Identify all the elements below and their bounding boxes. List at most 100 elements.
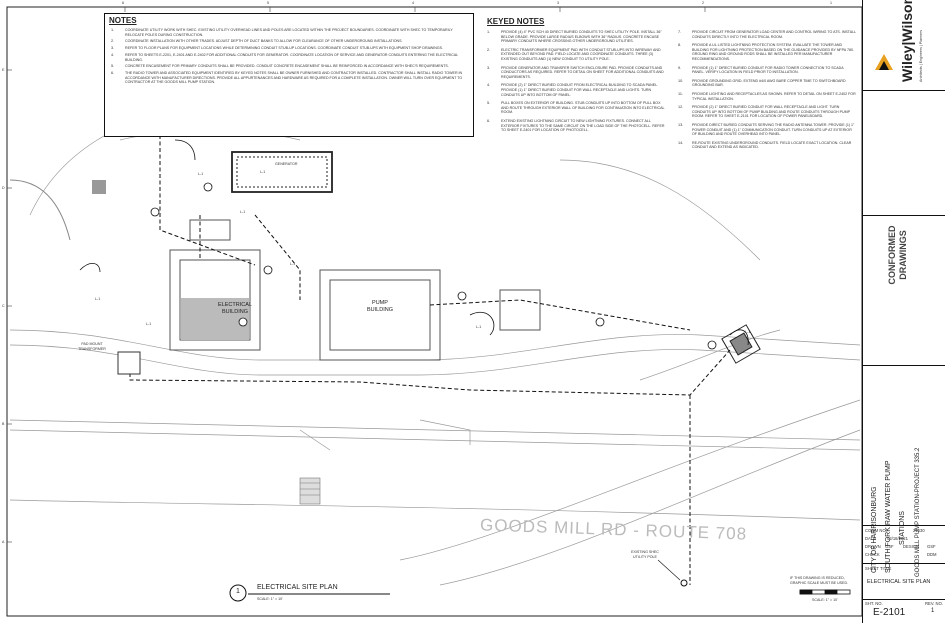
grid-col-label: 5	[267, 1, 269, 5]
keyed-note-number: 7.	[678, 30, 682, 34]
revisions-block	[863, 365, 945, 526]
circuit-tag: L-1	[476, 325, 482, 329]
project-title-block: CITY OF HARRISONBURG SOUTH FORK RAW WATE…	[863, 215, 945, 577]
note-item: 1.COORDINATE UTILITY WORK WITH SHEC. EXI…	[111, 28, 467, 37]
site-plan-linework	[6, 6, 862, 617]
generator-label: GENERATOR	[275, 162, 298, 166]
keyed-note-text: PROVIDE (1) 1" DIRECT BURIED CONDUIT FOR…	[692, 65, 844, 75]
keyed-note-text: PROVIDE LIGHTING AND RECEPTACLES AS SHOW…	[692, 91, 856, 101]
drawn-value: GSF	[885, 544, 894, 549]
keyed-note-number: 12.	[678, 105, 684, 110]
sheet-title-label: SHEET TITLE	[865, 566, 892, 571]
notes-list: 1.COORDINATE UTILITY WORK WITH SHEC. EXI…	[111, 28, 467, 87]
keyed-note-number: 1.	[487, 30, 491, 34]
note-item: 5. CONCRETE ENCASEMENT FOR PRIMARY CONDUI…	[111, 64, 467, 69]
keyed-note-text: PROVIDE CIRCUIT FROM GENERATOR LOAD CENT…	[692, 30, 857, 39]
pump-building-label: PUMP BUILDING	[367, 300, 393, 313]
keyed-note-text: PULL BOXES ON EXTERIOR OF BUILDING. STUB…	[501, 101, 665, 115]
design-value: GSF	[927, 544, 936, 549]
circuit-tag: L-1	[290, 262, 296, 266]
circuit-tag: L-1	[95, 297, 101, 301]
keyed-notes-column-2: 7. PROVIDE CIRCUIT FROM GENERATOR LOAD CE…	[678, 30, 856, 154]
keyed-note-number: 11.	[678, 91, 683, 96]
note-text: THE RADIO TOWER AND ASSOCIATED EQUIPMENT…	[125, 71, 463, 85]
check-label: CHECK	[865, 552, 880, 557]
keyed-note-item: 6. EXTEND EXISTING LIGHTNING CIRCUIT TO N…	[487, 119, 665, 133]
keyed-note-item: 12. PROVIDE (2) 1" DIRECT BURIED CONDUIT …	[678, 105, 856, 119]
keyed-note-text: PROVIDE GROUNDING GRID. EXTEND #4/0 AWG …	[692, 78, 846, 88]
electrical-building-label: ELECTRICAL BUILDING	[218, 302, 252, 315]
firm-subtitle: Architects | Engineers | Planners	[919, 29, 923, 82]
keyed-note-item: 4. PROVIDE (2) 1" DIRECT BURIED CONDUIT F…	[487, 83, 665, 97]
sheet-number-label: SHT. NO.	[865, 601, 883, 606]
grid-col-label: 4	[412, 1, 414, 5]
note-text: REFER TO FLOOR PLANS FOR EQUIPMENT LOCAT…	[125, 46, 444, 51]
sheet-number: E-2101	[873, 607, 906, 618]
keyed-note-number: 8.	[678, 43, 682, 48]
firm-logo-icon	[875, 54, 893, 70]
circuit-tag: L-1	[198, 172, 204, 176]
keyed-note-number: 6.	[487, 118, 491, 123]
note-text: REFER TO SHEETS E-2201, E-2401 AND E-240…	[125, 52, 458, 62]
project-info-block: COMM NO. 21630 DATE 02/18/2021 DRAWN GSF…	[863, 525, 945, 564]
keyed-note-item: 1. PROVIDE (4) 4" PVC SCH 40 DIRECT BURIE…	[487, 30, 665, 44]
keyed-note-number: 14.	[678, 140, 684, 145]
keyed-note-text: EXTEND EXISTING LIGHTNING CIRCUIT TO NEW…	[501, 118, 665, 133]
design-label: DESIGN	[903, 544, 920, 549]
keyed-note-text: PROVIDE (2) 1" DIRECT BURIED CONDUIT FOR…	[692, 105, 850, 119]
grid-col-label: 3	[557, 1, 559, 5]
sheet-number-block: SHT. NO. E-2101 REV. NO. 1	[863, 599, 945, 623]
grid-row-label: A	[2, 540, 5, 544]
keyed-note-number: 9.	[678, 65, 682, 70]
date-value: 02/18/2021	[887, 536, 908, 541]
keyed-note-text: PROVIDE (2) 1" DIRECT BURIED CONDUIT FRO…	[501, 83, 659, 97]
pad-mount-transformer-label: PAD MOUNT TRANSFORMER	[78, 342, 106, 351]
grid-row-label: E	[2, 68, 5, 72]
note-text: CONCRETE ENCASEMENT FOR PRIMARY CONDUITS…	[125, 64, 449, 69]
grid-row-label: D	[2, 186, 5, 190]
keyed-note-text: PROVIDE (4) 4" PVC SCH 40 DIRECT BURIED …	[501, 30, 662, 44]
note-number: 1.	[111, 28, 115, 32]
note-number: 6.	[111, 71, 115, 76]
keyed-note-item: 14. RE-ROUTE EXISTING UNDERGROUND CONDUIT…	[678, 141, 856, 150]
note-text: COORDINATE INSTALLATION WITH OTHER TRADE…	[125, 39, 403, 44]
grid-row-label: B	[2, 422, 5, 426]
sheet-title: ELECTRICAL SITE PLAN	[867, 579, 931, 585]
keyed-note-item: 3.PROVIDE GENERATOR AND TRANSFER SWITCH …	[487, 66, 665, 80]
circuit-tag: L-1	[240, 210, 246, 214]
keyed-note-number: 5.	[487, 101, 491, 106]
firm-logo-block: Wiley|Wilson Architects | Engineers | Pl…	[863, 0, 945, 91]
note-number: 2.	[111, 39, 115, 44]
note-item: 4. REFER TO SHEETS E-2201, E-2401 AND E-2…	[111, 53, 467, 62]
circuit-tag: L-1	[260, 170, 266, 174]
drawn-label: DRAWN	[865, 544, 881, 549]
check-value: DDM	[927, 552, 937, 557]
grid-col-label: 2	[702, 1, 704, 5]
keyed-notes-column-1: 1. PROVIDE (4) 4" PVC SCH 40 DIRECT BURIE…	[487, 30, 665, 137]
general-notes-panel: NOTES 1.COORDINATE UTILITY WORK WITH SHE…	[104, 13, 474, 137]
existing-utility-pole-label: EXISTING SHEC UTILITY POLE	[631, 550, 659, 559]
keyed-note-text: RE-ROUTE EXISTING UNDERGROUND CONDUITS. …	[692, 140, 852, 150]
comm-label: COMM NO.	[865, 528, 887, 533]
circuit-tag: L-1	[745, 330, 751, 334]
keyed-note-item: 11. PROVIDE LIGHTING AND RECEPTACLES AS S…	[678, 92, 856, 101]
keyed-note-text: PROVIDE DIRECT BURIED CONDUITS SERVING T…	[692, 122, 855, 137]
keyed-note-number: 4.	[487, 83, 491, 88]
keyed-note-item: 9. PROVIDE (1) 1" DIRECT BURIED CONDUIT F…	[678, 66, 856, 75]
keyed-note-number: 2.	[487, 47, 491, 52]
note-number: 4.	[111, 52, 115, 57]
note-number: 5.	[111, 64, 115, 69]
revision-label: REV. NO.	[925, 601, 943, 606]
drawing-title: ELECTRICAL SITE PLAN	[257, 584, 338, 591]
keyed-note-number: 10.	[678, 78, 684, 83]
keyed-note-text: PROVIDE GENERATOR AND TRANSFER SWITCH EN…	[501, 65, 664, 79]
firm-name: Wiley|Wilson	[899, 0, 915, 82]
sheet-title-block: SHEET TITLE ELECTRICAL SITE PLAN	[863, 563, 945, 600]
keyed-note-text: PROVIDE A UL LISTED LIGHTNING PROTECTION…	[692, 43, 854, 61]
date-label: DATE	[865, 536, 876, 541]
keyed-note-item: 7. PROVIDE CIRCUIT FROM GENERATOR LOAD CE…	[678, 30, 856, 39]
title-block: Wiley|Wilson Architects | Engineers | Pl…	[862, 0, 945, 623]
keyed-note-item: 8. PROVIDE A UL LISTED LIGHTNING PROTECTI…	[678, 43, 856, 61]
grid-row-label: C	[2, 304, 5, 308]
